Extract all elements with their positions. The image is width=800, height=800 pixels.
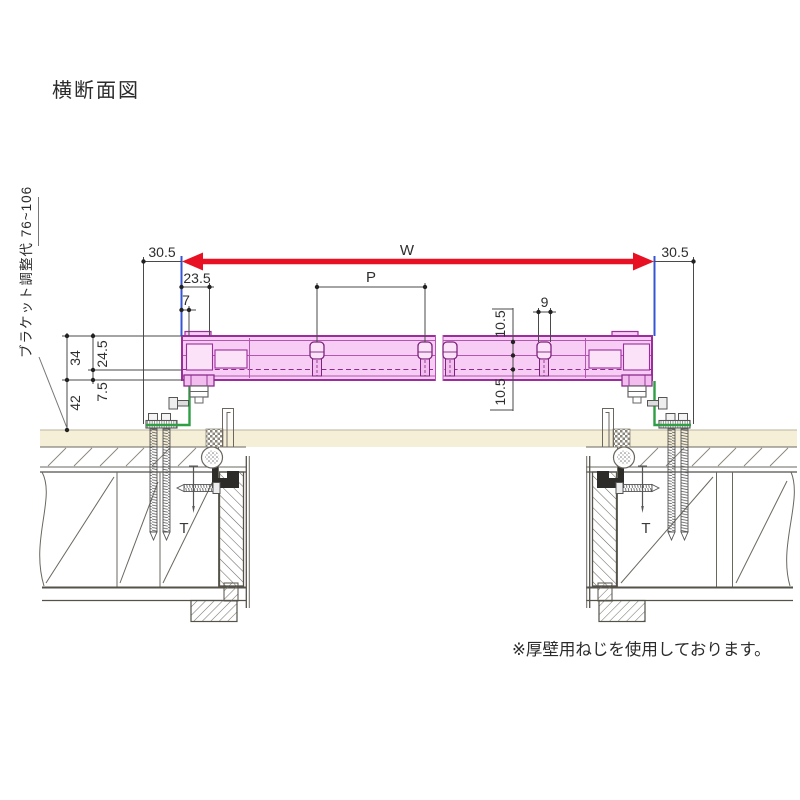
dim-p: P (366, 269, 376, 286)
wall-thickness-label-right: T (641, 520, 650, 537)
sealant-left (205, 428, 224, 448)
dim-left-offset: 30.5 (148, 244, 175, 260)
sill-block-right (598, 599, 646, 623)
dimensions-left: 34 42 24.5 7.5 (62, 333, 182, 433)
dim-rail-lower: 10.5 (492, 378, 508, 405)
screen-unit (181, 330, 653, 404)
furring-band-left (47, 447, 197, 467)
wood-grain-left (45, 476, 216, 584)
bracket-adjustment-label: ブラケット調整代 76~106 (18, 186, 68, 429)
w-arrow (182, 252, 654, 271)
dim-right-offset: 30.5 (661, 244, 688, 260)
unit-end-bolt-left (183, 374, 215, 404)
pin-right (638, 465, 647, 513)
wall-thickness-label-left: T (179, 520, 188, 537)
dim-unit-upper: 24.5 (94, 340, 110, 367)
wood-grain-right (620, 476, 788, 584)
bracket-bolts (168, 397, 668, 410)
break-line-right (786, 471, 795, 587)
dimensions-top: W 30.5 30.5 23.5 7 P 9 (141, 242, 696, 424)
dim-bracket-inset: 23.5 (183, 270, 210, 286)
wall-siding (40, 430, 797, 447)
unit-body (182, 336, 652, 380)
unit-break (435, 333, 444, 383)
page-title: 横断面図 (52, 79, 140, 102)
dim-rail-upper: 10.5 (492, 310, 508, 337)
break-line-left (39, 471, 47, 587)
leader-line (38, 356, 68, 429)
dim-edge-gap: 7 (182, 292, 190, 308)
side-label-text: ブラケット調整代 76~106 (18, 186, 34, 358)
sealant-right (612, 428, 631, 448)
unit-end-bolt-right (621, 374, 653, 404)
jamb-screw-right (615, 482, 661, 494)
footnote: ※厚壁用ねじを使用しております。 (512, 640, 771, 659)
dim-clearance: 42 (67, 395, 83, 411)
dim-w: W (400, 242, 415, 259)
wall-section-left: T (39, 408, 250, 623)
bracket-right (653, 381, 691, 427)
wall-section-right: T (586, 408, 797, 623)
sill-block-left (190, 599, 238, 623)
unit-outline (181, 335, 653, 381)
pin-left (189, 465, 198, 513)
flashing-fin-left (222, 408, 234, 447)
window-frame-jamb-left (218, 471, 245, 587)
dim-unit-height: 34 (67, 350, 83, 366)
jamb-screw-left (175, 482, 221, 494)
dim-unit-lower: 7.5 (94, 382, 110, 402)
flashing-fin-right (602, 408, 614, 447)
furring-band-right (639, 447, 789, 467)
rail-dims: 10.5 10.5 (490, 308, 516, 411)
window-frame-jamb-right (591, 471, 618, 587)
dim-clip-width: 9 (541, 294, 549, 310)
